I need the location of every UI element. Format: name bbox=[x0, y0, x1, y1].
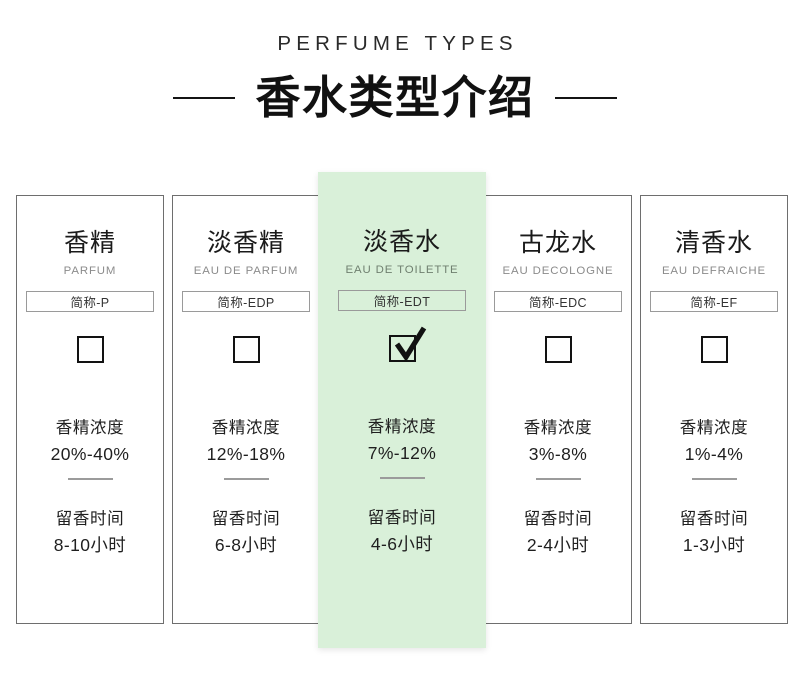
concentration-label: 香精浓度 bbox=[523, 419, 593, 438]
card-name-cn: 清香水 bbox=[674, 229, 753, 257]
card-name-cn: 香精 bbox=[63, 229, 116, 257]
perfume-type-card-5[interactable]: 清香水 EAU DEFRAICHE 简称-EF 香精浓度 1%-4% 留香时间 … bbox=[640, 195, 788, 624]
duration-label: 留香时间 bbox=[523, 509, 593, 528]
card-divider bbox=[379, 477, 425, 479]
concentration-label: 香精浓度 bbox=[367, 418, 437, 437]
card-divider bbox=[67, 478, 113, 480]
concentration-value: 7%-12% bbox=[367, 443, 437, 464]
duration-block: 留香时间 6-8小时 bbox=[173, 508, 319, 558]
card-abbreviation-badge: 简称-EF bbox=[650, 291, 778, 313]
card-abbreviation-badge: 简称-EDC bbox=[494, 291, 622, 313]
card-abbreviation-badge: 简称-P bbox=[26, 291, 154, 313]
page-header: PERFUME TYPES 香水类型介绍 bbox=[0, 0, 790, 160]
card-checkbox-area[interactable] bbox=[641, 336, 787, 378]
card-abbreviation-badge: 简称-EDP bbox=[182, 291, 310, 313]
concentration-label: 香精浓度 bbox=[679, 419, 749, 438]
duration-block: 留香时间 4-6小时 bbox=[328, 507, 476, 557]
card-name-en: EAU DECOLOGNE bbox=[502, 264, 614, 277]
concentration-block: 香精浓度 1%-4% bbox=[641, 417, 787, 467]
perfume-type-card-3[interactable]: 淡香水 EAU DE TOILETTE 简称-EDT 香精浓度 7%-12% 留… bbox=[318, 172, 486, 648]
card-checkbox-area[interactable] bbox=[328, 326, 476, 377]
duration-value: 4-6小时 bbox=[370, 533, 434, 554]
concentration-block: 香精浓度 20%-40% bbox=[17, 417, 163, 467]
concentration-value: 3%-8% bbox=[528, 444, 588, 465]
card-abbreviation-badge: 简称-EDT bbox=[338, 290, 466, 312]
duration-block: 留香时间 2-4小时 bbox=[485, 508, 631, 558]
card-checkbox[interactable] bbox=[232, 336, 260, 364]
concentration-block: 香精浓度 7%-12% bbox=[328, 416, 476, 466]
perfume-type-card-4[interactable]: 古龙水 EAU DECOLOGNE 简称-EDC 香精浓度 3%-8% 留香时间… bbox=[484, 195, 632, 624]
card-divider bbox=[691, 478, 737, 480]
card-checkbox-area[interactable] bbox=[173, 336, 319, 378]
duration-label: 留香时间 bbox=[367, 508, 437, 527]
duration-value: 2-4小时 bbox=[526, 534, 590, 555]
card-name-en: EAU DE PARFUM bbox=[193, 264, 299, 277]
duration-value: 1-3小时 bbox=[682, 534, 746, 555]
card-checkbox[interactable] bbox=[544, 336, 572, 364]
card-divider bbox=[535, 478, 581, 480]
card-name-cn: 古龙水 bbox=[518, 229, 597, 257]
card-checkbox[interactable] bbox=[388, 326, 426, 363]
concentration-value: 1%-4% bbox=[684, 444, 744, 465]
page-title: 香水类型介绍 bbox=[255, 72, 535, 123]
duration-label: 留香时间 bbox=[55, 509, 125, 528]
card-name-en: EAU DE TOILETTE bbox=[345, 263, 459, 276]
perfume-type-card-2[interactable]: 淡香精 EAU DE PARFUM 简称-EDP 香精浓度 12%-18% 留香… bbox=[172, 195, 320, 624]
page-eyebrow: PERFUME TYPES bbox=[277, 32, 518, 55]
card-checkbox[interactable] bbox=[700, 336, 728, 364]
card-checkbox-area[interactable] bbox=[485, 336, 631, 378]
duration-block: 留香时间 1-3小时 bbox=[641, 508, 787, 558]
concentration-block: 香精浓度 12%-18% bbox=[173, 417, 319, 467]
duration-value: 8-10小时 bbox=[53, 534, 127, 555]
duration-label: 留香时间 bbox=[679, 509, 749, 528]
card-name-en: PARFUM bbox=[63, 264, 117, 277]
page-title-row: 香水类型介绍 bbox=[0, 72, 790, 124]
concentration-label: 香精浓度 bbox=[211, 419, 281, 438]
checkmark-icon bbox=[394, 326, 426, 362]
card-name-cn: 淡香水 bbox=[362, 228, 441, 256]
concentration-label: 香精浓度 bbox=[55, 419, 125, 438]
perfume-type-card-list: 香精 PARFUM 简称-P 香精浓度 20%-40% 留香时间 8-10小时 … bbox=[16, 172, 788, 648]
title-dash-right-icon bbox=[554, 96, 617, 99]
card-checkbox-area[interactable] bbox=[17, 336, 163, 378]
card-divider bbox=[223, 478, 269, 480]
concentration-value: 20%-40% bbox=[50, 444, 130, 465]
title-dash-left-icon bbox=[173, 96, 236, 99]
duration-block: 留香时间 8-10小时 bbox=[17, 508, 163, 558]
duration-label: 留香时间 bbox=[211, 509, 281, 528]
perfume-type-card-1[interactable]: 香精 PARFUM 简称-P 香精浓度 20%-40% 留香时间 8-10小时 bbox=[16, 195, 164, 624]
card-name-cn: 淡香精 bbox=[206, 229, 285, 257]
concentration-block: 香精浓度 3%-8% bbox=[485, 417, 631, 467]
card-checkbox[interactable] bbox=[76, 336, 104, 364]
duration-value: 6-8小时 bbox=[214, 534, 278, 555]
card-name-en: EAU DEFRAICHE bbox=[661, 264, 767, 277]
card-highlight-background bbox=[318, 172, 486, 648]
concentration-value: 12%-18% bbox=[206, 444, 286, 465]
